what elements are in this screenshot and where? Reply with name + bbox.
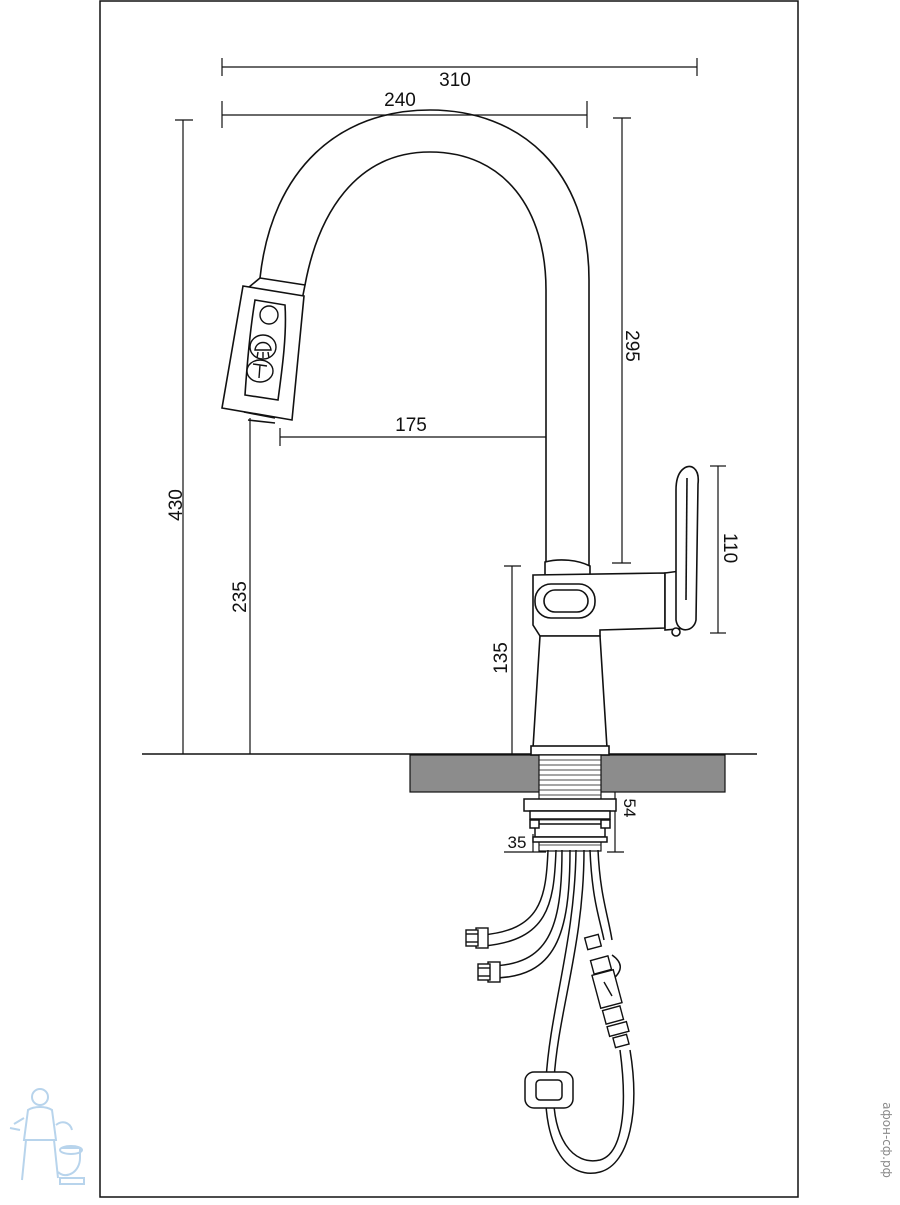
hose-fitting-left-1 (465, 927, 489, 949)
dimension-label-175: 175 (395, 415, 427, 436)
dimension-label-295: 295 (621, 330, 642, 362)
faucet-body (530, 559, 666, 756)
dimension-total-height (175, 119, 193, 754)
dimension-label-135: 135 (491, 642, 512, 674)
watermark-text: афон-сф.рф (880, 1102, 894, 1178)
dimension-body-height (504, 565, 521, 754)
dimension-label-240: 240 (384, 90, 416, 111)
dimension-label-235: 235 (230, 581, 251, 613)
faucet-handle (664, 465, 700, 637)
spray-mode-buttons (246, 305, 279, 383)
dimension-label-54: 54 (620, 799, 639, 818)
dimension-label-35: 35 (508, 833, 527, 852)
shower-glyph (254, 341, 272, 359)
spray-shower-icon (249, 334, 277, 360)
hose-fitting-left-2 (477, 961, 501, 983)
supply-hoses (481, 849, 635, 1174)
dimension-label-310: 310 (439, 70, 471, 91)
dimension-label-430: 430 (166, 489, 187, 521)
dimension-total-width (221, 58, 698, 76)
plumber-logo (9, 1088, 85, 1185)
dimension-label-110: 110 (719, 533, 740, 563)
stream-glyph (252, 363, 268, 379)
spray-stop-icon (259, 305, 279, 325)
body-indicator-inner (543, 589, 589, 613)
dimension-inner-reach (279, 428, 546, 446)
dimension-handle-height (710, 465, 726, 634)
faucet-spout (259, 109, 590, 566)
quick-connector (583, 933, 630, 1049)
drawing-frame (99, 0, 799, 1198)
dimension-spout-reach (221, 101, 588, 128)
hose-weight (524, 1071, 574, 1109)
mounting-nut (523, 798, 617, 843)
dimension-spout-height (612, 117, 631, 564)
